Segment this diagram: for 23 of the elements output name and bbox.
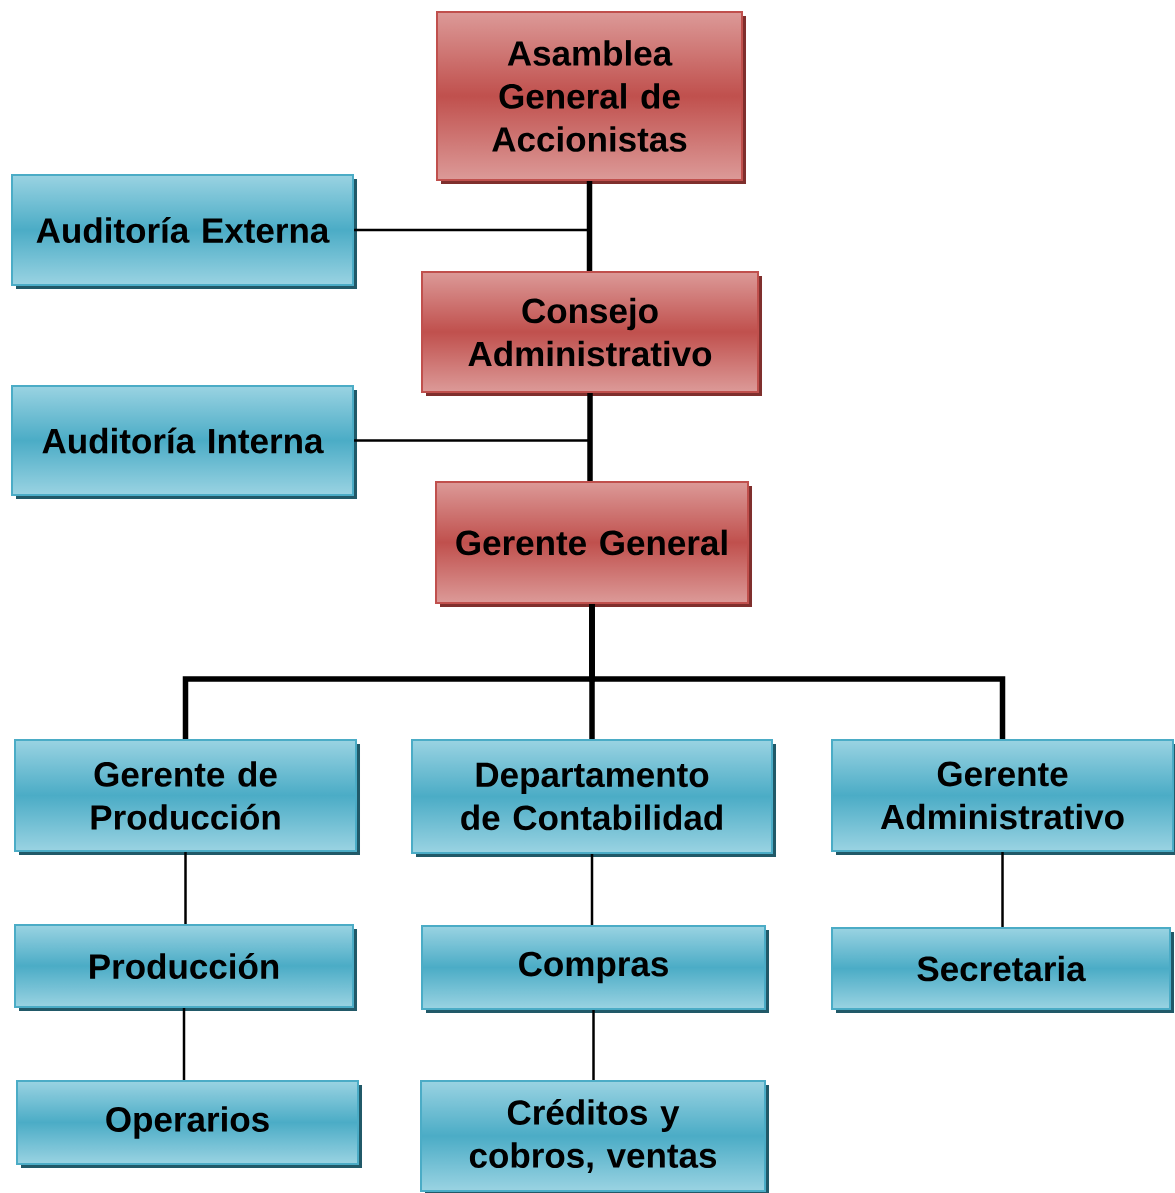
- org-box: Gerente Administrativo: [831, 739, 1175, 855]
- org-box: Gerente General: [435, 481, 752, 607]
- connector-line: [587, 393, 593, 481]
- org-box: Compras: [421, 925, 769, 1013]
- org-box: Créditos y cobros, ventas: [420, 1080, 769, 1193]
- connector-line: [354, 181, 591, 232]
- connector-line: [1001, 852, 1004, 927]
- org-box: Auditoría Externa: [11, 174, 357, 289]
- connector-line: [589, 604, 1006, 739]
- connector-line: [592, 1010, 595, 1080]
- org-box: Gerente de Producción: [14, 739, 360, 855]
- org-box: Secretaria: [831, 927, 1174, 1013]
- connector-line: [354, 393, 592, 442]
- org-box: Producción: [14, 924, 357, 1011]
- connector-line: [590, 854, 594, 925]
- org-box: Operarios: [16, 1080, 362, 1168]
- connector-line: [184, 852, 187, 924]
- connector-line: [182, 1008, 186, 1080]
- org-box: Consejo Administrativo: [421, 271, 762, 396]
- org-box: Auditoría Interna: [11, 385, 357, 499]
- connector-line: [586, 181, 593, 271]
- org-box: Asamblea General de Accionistas: [436, 11, 746, 184]
- org-box: Departamento de Contabilidad: [411, 739, 776, 857]
